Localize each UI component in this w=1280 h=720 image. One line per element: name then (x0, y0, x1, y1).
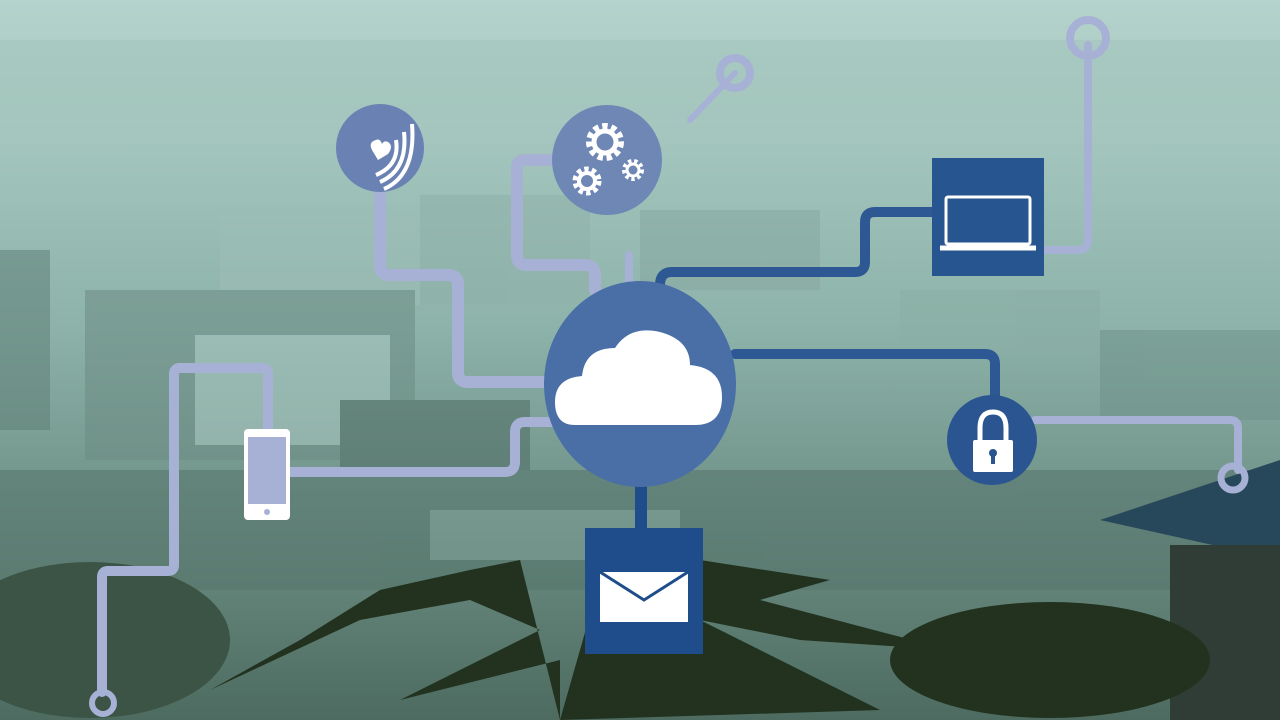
lock-icon (973, 409, 1013, 472)
smartphone-icon (244, 429, 290, 520)
ring-bottom-left (89, 689, 117, 717)
line-phone (285, 417, 560, 477)
house-roof (1100, 460, 1280, 720)
line-lock (730, 349, 1000, 405)
gears-icon (572, 123, 644, 196)
ring-top-right (1066, 16, 1110, 60)
wifi-node (336, 104, 424, 192)
email-icon (599, 570, 689, 622)
gears-node (552, 105, 662, 215)
connection-lines (97, 41, 1242, 697)
ring-right (1217, 462, 1249, 494)
line-phone-left (97, 363, 273, 697)
line-laptop-right (1036, 41, 1092, 254)
cloud-icon (555, 330, 722, 425)
line-wifi (374, 179, 554, 388)
email-node (585, 528, 703, 654)
laptop-node (932, 158, 1044, 276)
ring-top-center (716, 54, 754, 92)
line-top-ring (687, 70, 738, 123)
line-gears (511, 154, 601, 296)
line-laptop (655, 207, 940, 290)
cloud-hub (544, 281, 736, 487)
line-lock-right (1031, 416, 1242, 474)
lock-node (947, 395, 1037, 485)
wifi-icon (370, 123, 415, 191)
line-end-rings (89, 16, 1249, 717)
laptop-icon (940, 195, 1036, 251)
